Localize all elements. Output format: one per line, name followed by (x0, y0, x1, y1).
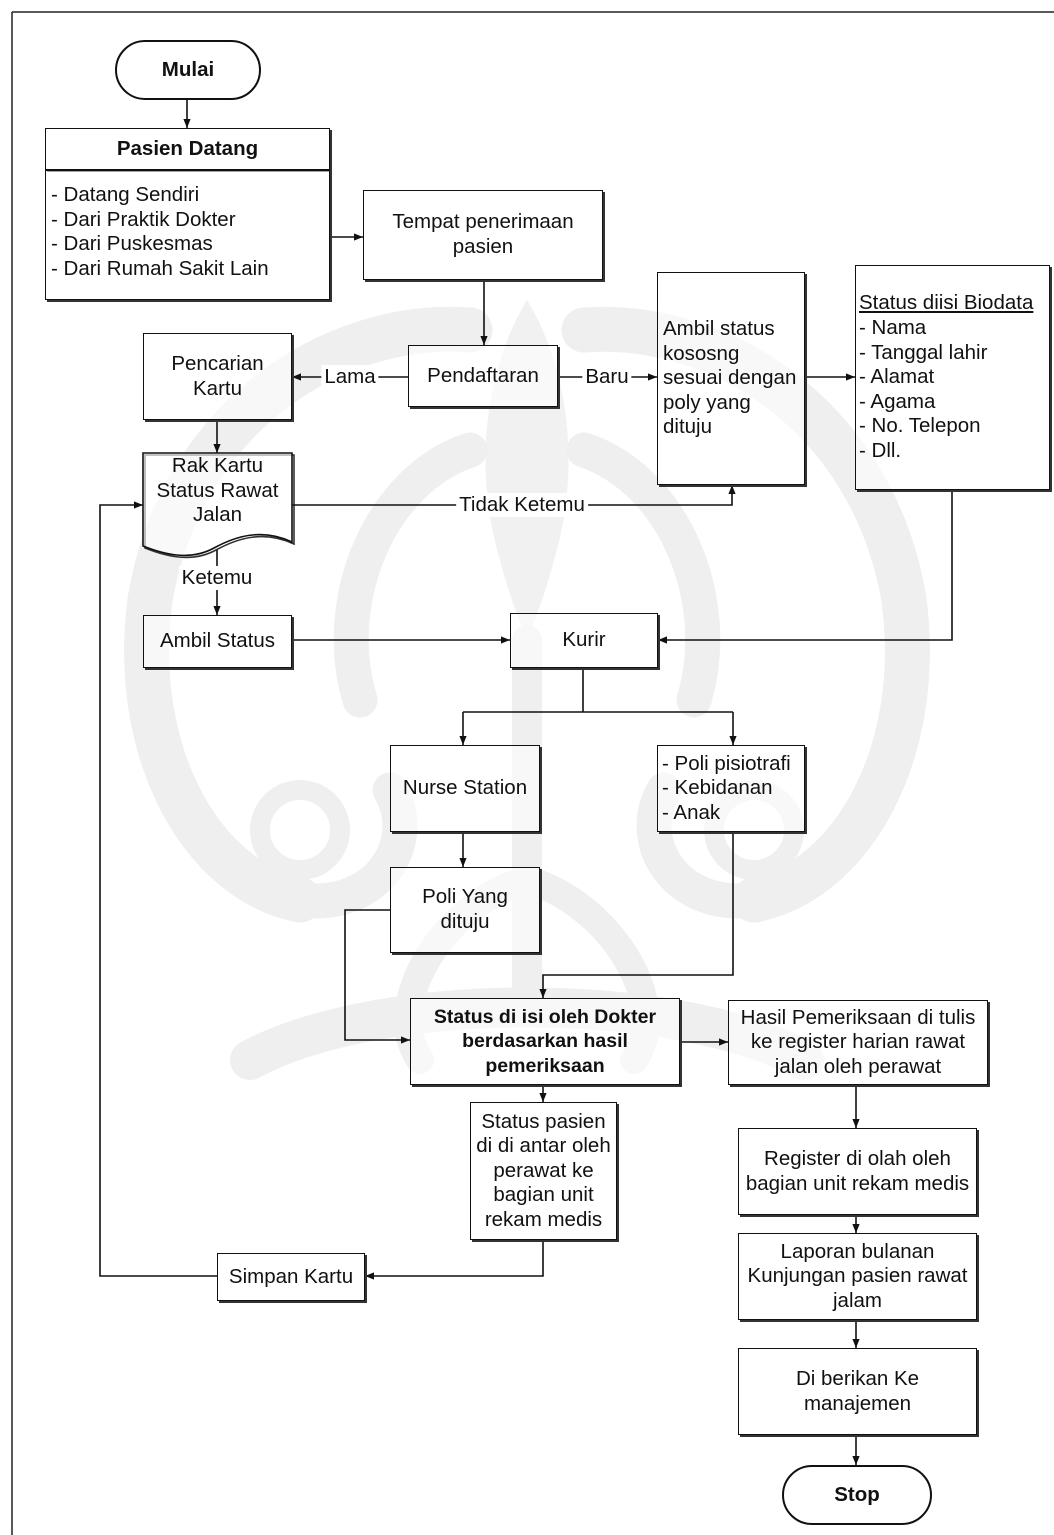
stop-terminal: Stop (782, 1465, 932, 1525)
pencarian-kartu-box: Pencarian Kartu (143, 333, 292, 420)
list-item: - Poli pisiotrafi (662, 751, 791, 775)
status-biodata-title: Status diisi Biodata (859, 291, 1034, 315)
diberikan-manajemen-line: Di berikan Ke (795, 1366, 920, 1390)
nurse-station-label: Nurse Station (402, 776, 528, 800)
tempat-penerimaan-line: pasien (452, 235, 514, 258)
nurse-station-box: Nurse Station (390, 745, 540, 832)
poli-dituju-box: Poli Yang dituju (390, 867, 540, 953)
ambil-status-kosong-line: dituju (663, 415, 713, 439)
list-item: - Alamat (859, 365, 935, 389)
list-item: - Agama (859, 389, 936, 413)
edge-label-baru: Baru (582, 365, 632, 389)
ambil-status-label: Ambil Status (159, 629, 276, 653)
status-pasien-line: bagian unit (493, 1183, 594, 1207)
tempat-penerimaan-box: Tempat penerimaan pasien (363, 190, 603, 280)
status-dokter-line: pemeriksaan (485, 1054, 605, 1077)
simpan-kartu-box: Simpan Kartu (217, 1253, 365, 1301)
kurir-label: Kurir (562, 628, 606, 652)
ambil-status-kosong-line: kososng (663, 341, 740, 365)
list-item: - Dll. (859, 438, 902, 462)
ambil-status-box: Ambil Status (143, 615, 292, 668)
laporan-bulanan-line: Laporan bulanan (780, 1239, 935, 1263)
status-biodata-box: Status diisi Biodata - Nama - Tanggal la… (855, 265, 1050, 490)
diberikan-manajemen-box: Di berikan Ke manajemen (738, 1348, 977, 1435)
arrow-simpan-to-rak (99, 501, 217, 1277)
laporan-bulanan-line: Kunjungan pasien rawat (747, 1264, 968, 1288)
status-dokter-box: Status di isi oleh Dokter berdasarkan ha… (410, 998, 680, 1085)
pasien-datang-list-box: - Datang Sendiri - Dari Praktik Dokter -… (45, 170, 330, 300)
list-item: - Tanggal lahir (859, 340, 988, 364)
list-item: - Dari Praktik Dokter (51, 207, 236, 231)
arrow-status-pasien-to-simpan (365, 1240, 544, 1280)
list-item: - Nama (859, 316, 927, 340)
pencarian-kartu-line: Pencarian (171, 351, 264, 375)
kurir-box: Kurir (510, 613, 658, 668)
list-item: - Dari Rumah Sakit Lain (51, 256, 269, 280)
status-pasien-line: di di antar oleh (476, 1134, 611, 1158)
hasil-pemeriksaan-box: Hasil Pemeriksaan di tulis ke register h… (728, 1000, 988, 1085)
ambil-status-kosong-line: poly yang (663, 390, 751, 414)
ambil-status-kosong-line: sesuai dengan (663, 366, 797, 390)
arrow-poli-khusus-to-status-dokter (539, 832, 734, 998)
status-pasien-line: perawat ke (493, 1158, 594, 1182)
rak-kartu-text: Rak Kartu Status Rawat Jalan (143, 454, 292, 544)
pendaftaran-label: Pendaftaran (427, 363, 539, 387)
tempat-penerimaan-line: Tempat penerimaan (392, 210, 574, 234)
line-kurir-split (463, 668, 733, 713)
hasil-pemeriksaan-line: ke register harian rawat (750, 1030, 966, 1054)
pencarian-kartu-line: Kartu (193, 376, 242, 400)
edge-label-lama: Lama (321, 365, 379, 389)
status-pasien-line: Status pasien (481, 1109, 606, 1133)
pasien-datang-title: Pasien Datang (116, 136, 259, 160)
start-terminal: Mulai (115, 40, 261, 100)
pasien-datang-title-box: Pasien Datang (45, 128, 330, 170)
poli-dituju-line: dituju (440, 910, 490, 933)
list-item: - Datang Sendiri (51, 183, 200, 206)
hasil-pemeriksaan-line: Hasil Pemeriksaan di tulis (740, 1005, 976, 1029)
arrow-poli-dituju-to-status-dokter (344, 909, 410, 1044)
edge-label-ketemu: Ketemu (178, 566, 256, 590)
laporan-bulanan-line: jalam (833, 1288, 882, 1312)
arrow-rak-tidak-ketemu (292, 485, 736, 506)
hasil-pemeriksaan-line: jalan oleh perawat (774, 1054, 942, 1078)
list-item: - Anak (662, 800, 721, 824)
start-label: Mulai (161, 57, 215, 81)
status-dokter-line: Status di isi oleh Dokter (433, 1005, 657, 1028)
status-dokter-line: berdasarkan hasil (462, 1030, 628, 1053)
laporan-bulanan-box: Laporan bulanan Kunjungan pasien rawat j… (738, 1233, 977, 1320)
poli-dituju-line: Poli Yang (422, 885, 508, 909)
rak-kartu-line: Rak Kartu (171, 454, 264, 477)
register-olah-box: Register di olah oleh bagian unit rekam … (738, 1128, 977, 1215)
rak-kartu-shadow (144, 454, 295, 559)
status-pasien-line: rekam medis (484, 1207, 603, 1231)
edge-label-tidak-ketemu: Tidak Ketemu (456, 493, 588, 517)
diberikan-manajemen-line: manajemen (803, 1391, 912, 1415)
arrow-biodata-to-kurir (658, 490, 953, 644)
stop-label: Stop (834, 1482, 880, 1506)
list-item: - Kebidanan (662, 776, 773, 800)
ambil-status-kosong-box: Ambil status kososng sesuai dengan poly … (657, 272, 805, 485)
ambil-status-kosong-line: Ambil status (663, 317, 775, 341)
poli-khusus-box: - Poli pisiotrafi - Kebidanan - Anak (657, 745, 805, 832)
status-pasien-antar-box: Status pasien di di antar oleh perawat k… (470, 1102, 617, 1240)
rak-kartu-document-shape (142, 452, 293, 557)
rak-kartu-line: Status Rawat (156, 478, 279, 502)
list-item: - No. Telepon (859, 414, 981, 438)
register-olah-line: Register di olah oleh (764, 1146, 951, 1170)
register-olah-line: bagian unit rekam medis (745, 1171, 970, 1195)
rak-kartu-line: Jalan (192, 503, 242, 527)
list-item: - Dari Puskesmas (51, 232, 213, 256)
simpan-kartu-label: Simpan Kartu (228, 1264, 354, 1288)
pendaftaran-box: Pendaftaran (408, 345, 558, 407)
